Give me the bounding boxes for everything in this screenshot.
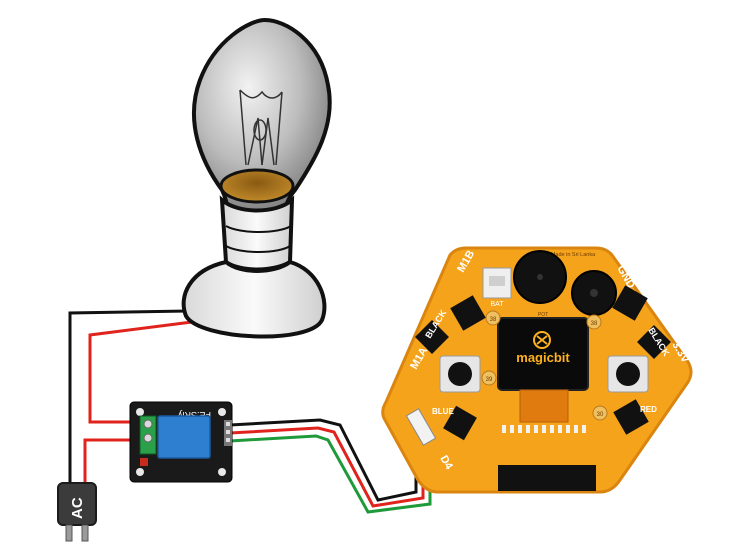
svg-text:39: 39 bbox=[486, 377, 493, 383]
plug-label: AC bbox=[69, 497, 86, 519]
connector-left-upper bbox=[415, 320, 449, 354]
wire-green-relay-to-board bbox=[229, 434, 432, 514]
svg-text:38: 38 bbox=[490, 317, 497, 323]
wire-red-bulb-to-relay bbox=[88, 320, 193, 424]
relay-module: FE.SRly bbox=[129, 401, 233, 483]
mounting-hole: 38 bbox=[586, 314, 602, 330]
mounting-hole: 30 bbox=[592, 405, 608, 421]
bulb-base-dish bbox=[181, 259, 327, 339]
display-flex-cable bbox=[519, 389, 569, 423]
pot-label: POT bbox=[538, 312, 548, 318]
ac-plug: AC bbox=[57, 482, 97, 542]
relay-cube bbox=[157, 415, 211, 459]
port-label-red: RED bbox=[640, 405, 657, 414]
bottom-pin-row bbox=[502, 425, 586, 433]
wire-red-plug-to-relay bbox=[83, 438, 142, 485]
bulb-base-cylinder bbox=[219, 195, 295, 272]
svg-text:38: 38 bbox=[591, 321, 598, 327]
battery-label: BAT bbox=[490, 301, 504, 308]
port-label-d5: D5 bbox=[640, 461, 657, 479]
wire-black-relay-to-board bbox=[229, 418, 418, 502]
mounting-hole: 38 bbox=[485, 310, 501, 326]
button-left[interactable] bbox=[439, 355, 481, 393]
relay-label: FE.SRly bbox=[177, 410, 211, 420]
connector-right-mid bbox=[637, 325, 671, 359]
port-label-blue: BLUE bbox=[432, 407, 454, 416]
button-right[interactable] bbox=[607, 355, 649, 393]
light-bulb bbox=[181, 17, 332, 339]
connector-top-left bbox=[450, 295, 486, 331]
battery-connector: BAT bbox=[482, 267, 512, 308]
mounting-hole: 39 bbox=[481, 370, 497, 386]
board-logo-text: magicbit bbox=[516, 350, 570, 365]
svg-text:30: 30 bbox=[597, 412, 604, 418]
made-in-label: Made in Sri Lanka bbox=[551, 252, 596, 258]
connector-top-right bbox=[612, 285, 648, 321]
board-pin-header bbox=[405, 408, 437, 446]
magicbit-logo-icon bbox=[533, 331, 551, 349]
filament bbox=[239, 89, 283, 166]
bottom-header-strip bbox=[498, 465, 596, 491]
magicbit-board: Made in Sri Lanka BAT POT magicbit bbox=[381, 246, 693, 494]
wire-black-bulb-to-plug bbox=[68, 309, 189, 485]
connector-bottom-left bbox=[443, 405, 477, 441]
bulb-neck bbox=[219, 168, 295, 204]
relay-pin-header bbox=[224, 420, 232, 446]
wires bbox=[68, 309, 432, 514]
connector-bottom-right bbox=[613, 399, 649, 435]
